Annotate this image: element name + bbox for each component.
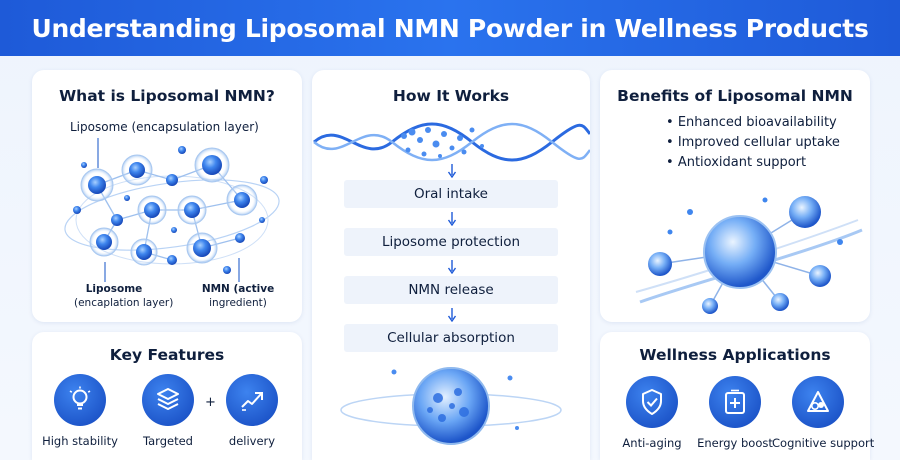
benefits-heading: Benefits of Liposomal NMN — [617, 87, 853, 105]
medical-box-icon — [725, 389, 745, 414]
benefit-item: • Antioxidant support — [666, 155, 807, 170]
feature-label-delivery: delivery — [228, 434, 276, 448]
nmn-right-label-line2: ingredient) — [209, 297, 267, 309]
step-arrow-2 — [447, 212, 457, 226]
feature-icon-circle — [142, 374, 194, 426]
dna-helix-illustration — [313, 122, 590, 162]
feature-label-targeted: Targeted — [143, 434, 193, 448]
what-is-heading: What is Liposomal NMN? — [59, 87, 275, 105]
step-arrow-4 — [447, 308, 457, 322]
trend-arrow-icon — [241, 392, 263, 411]
wellness-label-cognitive-support: Cognitive support — [772, 436, 875, 450]
plus-sign: + — [205, 395, 216, 410]
step-oral-intake: Oral intake — [344, 180, 558, 208]
lightbulb-icon — [69, 386, 91, 410]
wellness-icon-circle — [792, 376, 844, 428]
benefit-item-label: Improved cellular uptake — [677, 135, 840, 150]
wellness-icon-circle — [626, 376, 678, 428]
wellness-card: Wellness Applications Anti-aging Energy … — [600, 332, 875, 460]
step-liposome-protection: Liposome protection — [344, 228, 558, 256]
feature-icon-circle — [226, 374, 278, 426]
liposome-left-label-line2: (encaplation layer) — [74, 297, 174, 309]
wellness-heading: Wellness Applications — [639, 346, 831, 364]
key-features-card: Key Features High stability Targeted + d… — [32, 332, 302, 460]
nmn-right-label: NMN (active ingredient) — [198, 282, 278, 310]
molecule-sphere-illustration — [635, 196, 863, 314]
benefit-item: • Improved cellular uptake — [666, 135, 840, 150]
how-it-works-card: How It Works Oral intake Liposome protec… — [312, 70, 590, 460]
liposome-left-label: Liposome (encaplation layer) — [74, 282, 174, 310]
what-is-card: What is Liposomal NMN? Liposome (encapsu… — [32, 70, 302, 322]
brain-icon — [807, 391, 829, 412]
benefit-item-label: Enhanced bioavailability — [677, 115, 837, 130]
layers-icon — [157, 388, 179, 410]
title-banner: Understanding Liposomal NMN Powder in We… — [0, 0, 900, 56]
step-arrow-1 — [447, 164, 457, 178]
liposome-network-illustration — [64, 138, 280, 282]
wellness-label-energy-boost: Energy boost — [697, 436, 773, 450]
feature-label-high-stability: High stability — [42, 434, 118, 448]
feature-icon-circle — [54, 374, 106, 426]
step-nmn-release: NMN release — [344, 276, 558, 304]
benefit-item-label: Antioxidant support — [677, 155, 807, 170]
wellness-icon-circle — [709, 376, 761, 428]
wellness-label-anti-aging: Anti-aging — [622, 436, 682, 450]
nmn-right-label-line1: NMN (active — [201, 283, 275, 295]
benefit-item: • Enhanced bioavailability — [666, 115, 837, 130]
shield-check-icon — [642, 389, 662, 415]
liposome-left-label-line1: Liposome — [85, 283, 143, 295]
cell-absorption-illustration — [340, 367, 562, 445]
step-cellular-absorption: Cellular absorption — [344, 324, 558, 352]
page-title: Understanding Liposomal NMN Powder in We… — [31, 13, 869, 43]
key-features-heading: Key Features — [109, 346, 225, 364]
step-arrow-3 — [447, 260, 457, 274]
liposome-top-label: Liposome (encapsulation layer) — [70, 120, 259, 134]
how-it-works-heading: How It Works — [392, 87, 510, 105]
benefits-card: Benefits of Liposomal NMN • Enhanced bio… — [600, 70, 870, 322]
